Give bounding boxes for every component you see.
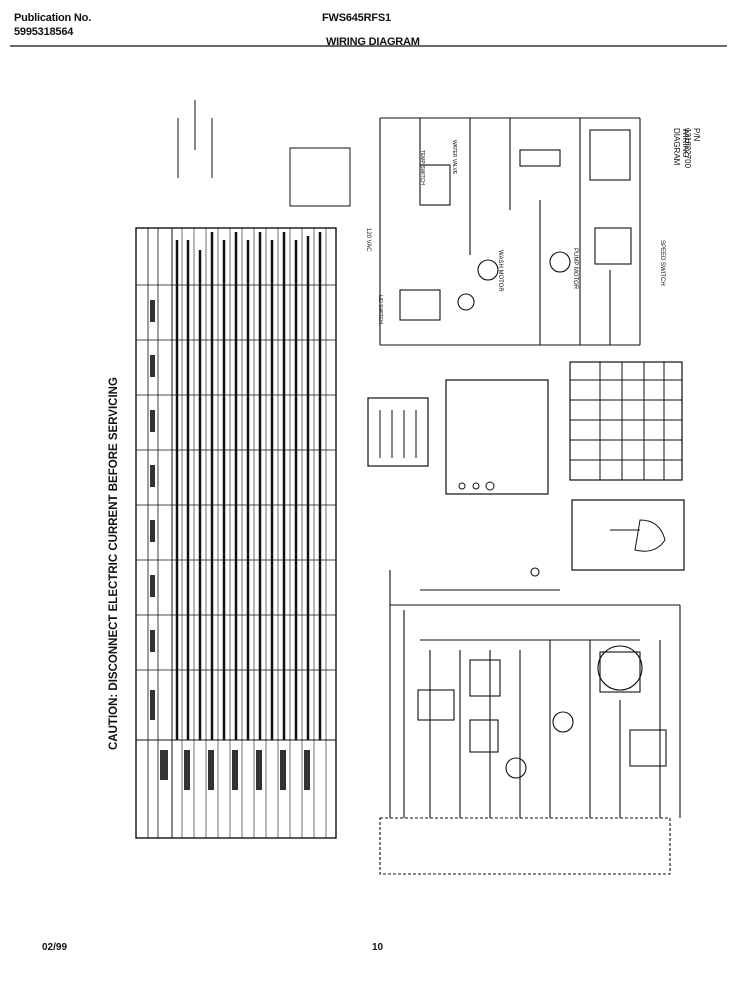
temp-switch-label: TEMP SWITCH — [419, 150, 425, 185]
publication-label: Publication No. — [14, 12, 92, 24]
pump-motor-label: PUMP MOTOR — [572, 248, 578, 290]
footer-page-number: 10 — [372, 942, 384, 953]
cycle-chart-table — [135, 227, 337, 839]
chart-key — [177, 100, 351, 207]
lid-switch-label: LID SWITCH — [377, 295, 383, 324]
timing-bars — [175, 232, 322, 740]
wash-motor-label: WASH MOTOR — [497, 250, 503, 292]
footer-date: 02/99 — [42, 942, 68, 953]
model-number: FWS645RFS1 — [322, 12, 391, 24]
publication-number: 5995318564 — [14, 26, 74, 38]
plug-detail — [571, 499, 685, 571]
line-voltage-label: 120 VAC — [365, 228, 371, 252]
symbol-legend — [445, 379, 549, 495]
chart-markings — [150, 300, 310, 790]
terminal-block — [367, 397, 429, 467]
page-title: WIRING DIAGRAM — [326, 36, 420, 48]
part-number-label: P/N 131822700 — [683, 128, 701, 169]
speed-switch-table — [569, 361, 683, 481]
water-valve-label: WATER VALVE — [451, 140, 457, 175]
speed-switch-label: SPEED SWITCH — [659, 240, 665, 286]
upper-schematic — [379, 117, 641, 346]
lower-schematic — [379, 567, 681, 875]
